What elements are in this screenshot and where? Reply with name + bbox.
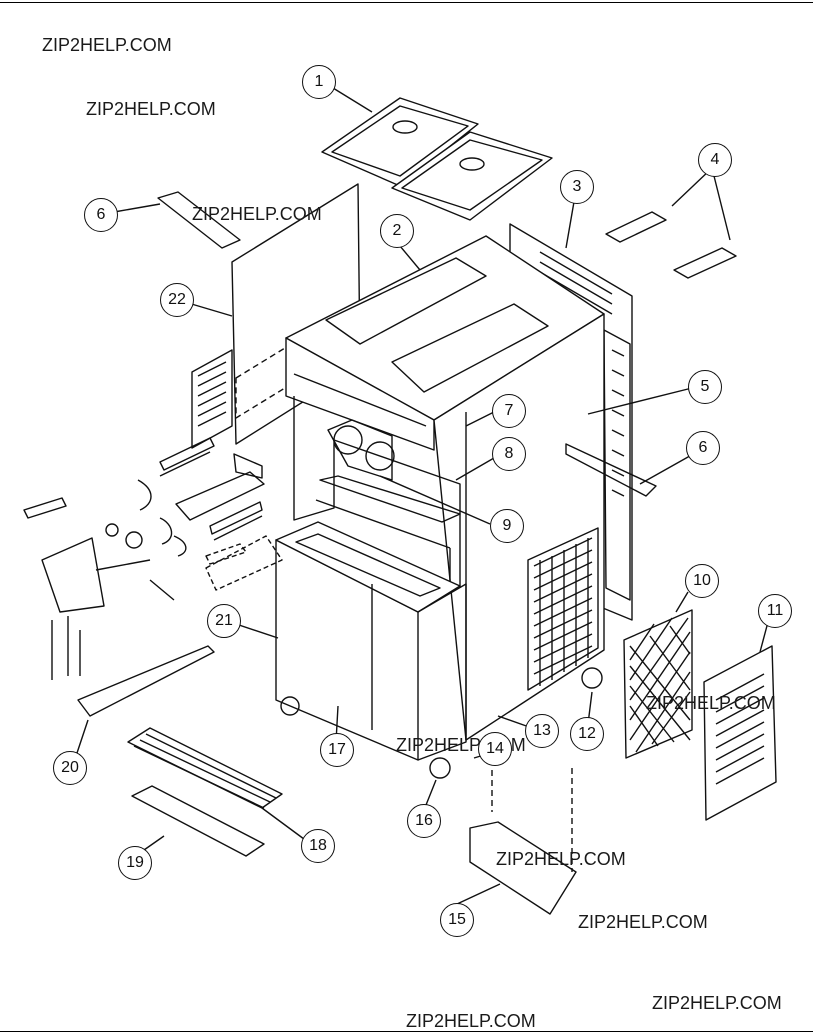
watermark-text: ZIP2HELP.COM: [406, 1011, 536, 1031]
callout-2: 2: [380, 214, 414, 248]
callout-22: 22: [160, 283, 194, 317]
callout-3: 3: [560, 170, 594, 204]
door-panel-bowl: [327, 419, 393, 481]
cabinet-front-upper: [285, 337, 435, 451]
callout-20: 20: [53, 751, 87, 785]
callout-17: 17: [320, 733, 354, 767]
watermark-text: ZIP2HELP.COM: [578, 912, 708, 932]
callout-4: 4: [698, 143, 732, 177]
callout-9: 9: [490, 509, 524, 543]
callout-21: 21: [207, 604, 241, 638]
callout-14: 14: [478, 732, 512, 766]
bottom-rule: [0, 1031, 813, 1032]
watermark-text: ZIP2HELP.COM: [192, 204, 322, 224]
callout-11: 11: [758, 594, 792, 628]
bottom-pan: [469, 821, 577, 915]
callout-13: 13: [525, 714, 559, 748]
callout-12: 12: [570, 717, 604, 751]
callout-19: 19: [118, 846, 152, 880]
dispense-parts: [23, 437, 283, 680]
callout-5: 5: [688, 370, 722, 404]
watermark-text: ZIP2HELP.COM: [652, 993, 782, 1013]
callout-8: 8: [492, 437, 526, 471]
callout-15: 15: [440, 903, 474, 937]
watermark-text: ZIP2HELP.COM: [86, 99, 216, 119]
watermark-text: ZIP2HELP.COM: [496, 849, 626, 869]
callout-16: 16: [407, 804, 441, 838]
watermark-text: ZIP2HELP.COM: [646, 693, 776, 713]
callout-7: 7: [492, 394, 526, 428]
callout-6-right: 6: [686, 431, 720, 465]
hopper-lid-right: [391, 131, 553, 221]
callout-1: 1: [302, 65, 336, 99]
callout-10: 10: [685, 564, 719, 598]
watermark-text: ZIP2HELP.COM: [42, 35, 172, 55]
bracket-top-left: [157, 191, 241, 249]
top-rule: [0, 2, 813, 3]
rear-panel: [703, 645, 777, 821]
callout-6-top: 6: [84, 198, 118, 232]
hopper-lid-left: [321, 97, 479, 187]
callout-18: 18: [301, 829, 335, 863]
